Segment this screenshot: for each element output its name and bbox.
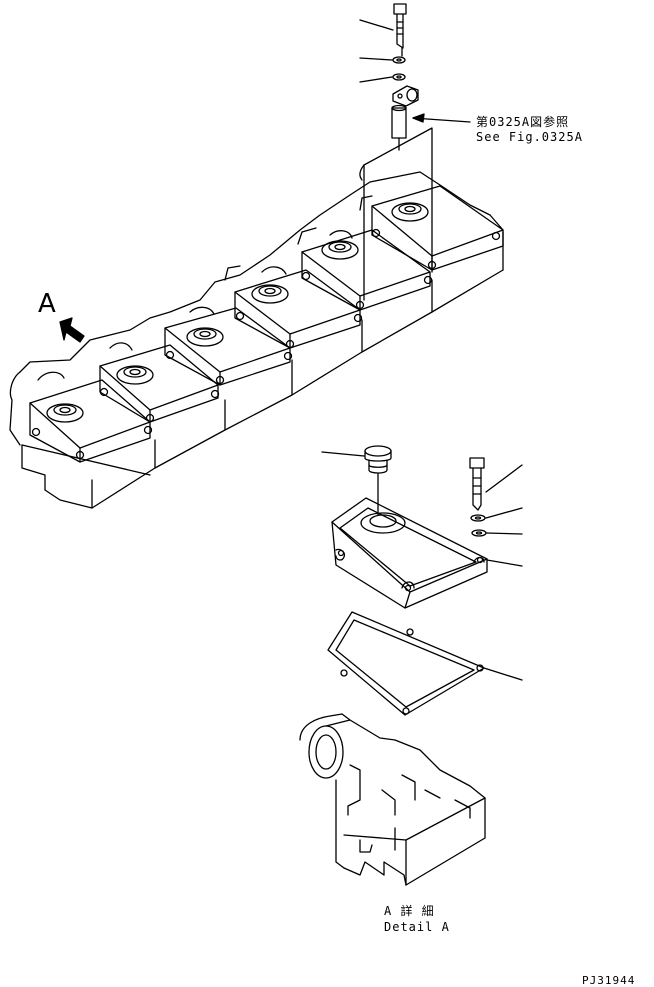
top-spring-washer xyxy=(393,57,405,63)
drawing-number: PJ31944 xyxy=(582,974,636,987)
reference-plane xyxy=(360,128,432,300)
reference-label-jp: 第0325A図参照 xyxy=(476,115,570,129)
cover-3 xyxy=(165,308,292,385)
top-bolt xyxy=(394,4,406,48)
detail-label-en: Detail A xyxy=(384,920,450,934)
cover-spring-washer xyxy=(471,515,485,521)
rocker-cover-assembly xyxy=(10,172,503,508)
top-sleeve xyxy=(392,106,406,139)
view-arrow xyxy=(60,318,84,342)
top-washer xyxy=(393,74,405,80)
detail-label-jp: A 詳 細 xyxy=(384,904,435,918)
cover-6 xyxy=(372,186,503,270)
cover-2 xyxy=(100,345,219,422)
reference-label-en: See Fig.0325A xyxy=(476,130,583,144)
cover-5 xyxy=(302,230,432,310)
gasket xyxy=(328,612,484,715)
view-marker-label: A xyxy=(38,289,56,319)
rocker-cover xyxy=(332,498,487,608)
cylinder-head-detail xyxy=(300,714,485,885)
oil-filler-plug xyxy=(365,446,391,515)
cover-washer xyxy=(472,530,486,536)
cover-bolt xyxy=(470,458,484,510)
cover-4 xyxy=(235,270,362,348)
cover-1 xyxy=(30,380,152,462)
top-clamp xyxy=(393,86,418,106)
